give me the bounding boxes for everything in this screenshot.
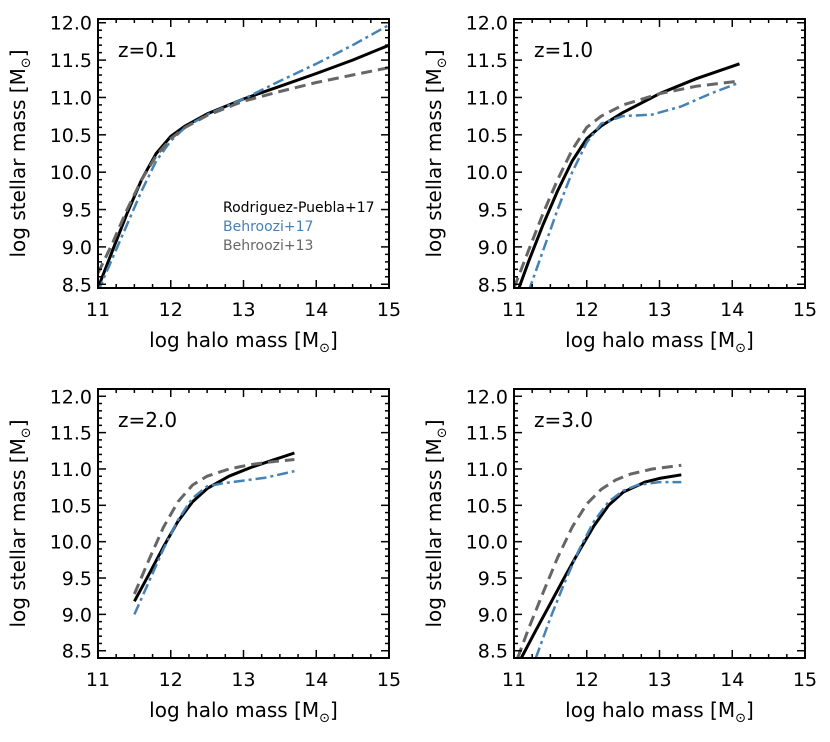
y-tick-label: 9.5 bbox=[478, 568, 508, 590]
x-tick-label: 13 bbox=[647, 299, 671, 321]
x-tick-label: 15 bbox=[793, 669, 817, 691]
y-tick-label: 10.5 bbox=[466, 125, 508, 147]
x-tick-label: 14 bbox=[304, 669, 328, 691]
x-tick-label: 12 bbox=[575, 669, 599, 691]
y-tick-label: 12.0 bbox=[466, 13, 508, 35]
series-line-behroozi-13 bbox=[514, 79, 740, 288]
y-tick-label: 11.5 bbox=[50, 423, 92, 445]
series-group bbox=[133, 451, 295, 615]
y-tick-label: 11.0 bbox=[466, 459, 508, 481]
y-tick-label: 11.5 bbox=[466, 423, 508, 445]
legend-entry: Behroozi+13 bbox=[223, 238, 313, 254]
y-tick-label: 8.5 bbox=[478, 274, 508, 296]
x-tick-label: 11 bbox=[86, 299, 110, 321]
x-axis-label: log halo mass [M⊙] bbox=[565, 328, 754, 356]
y-axis-label: log stellar mass [M⊙] bbox=[6, 49, 34, 257]
x-axis-label: log halo mass [M⊙] bbox=[149, 328, 338, 356]
y-tick-label: 8.5 bbox=[478, 641, 508, 663]
panel-label: z=3.0 bbox=[534, 408, 593, 432]
y-tick-label: 8.5 bbox=[62, 274, 92, 296]
x-tick-label: 12 bbox=[575, 299, 599, 321]
y-tick-label: 9.0 bbox=[478, 604, 508, 626]
x-tick-label: 11 bbox=[86, 669, 110, 691]
series-line-behroozi-17 bbox=[528, 81, 740, 288]
y-tick-label: 9.5 bbox=[62, 200, 92, 222]
x-tick-label: 15 bbox=[793, 299, 817, 321]
series-line-behroozi-13 bbox=[98, 66, 389, 274]
series-line-behroozi-17 bbox=[98, 23, 389, 288]
x-tick-label: 14 bbox=[720, 669, 744, 691]
y-tick-label: 11.0 bbox=[50, 87, 92, 109]
series-line-behroozi-17 bbox=[133, 469, 295, 615]
y-tick-label: 10.0 bbox=[466, 162, 508, 184]
y-tick-label: 12.0 bbox=[466, 386, 508, 408]
x-tick-label: 14 bbox=[304, 299, 328, 321]
y-axis-label: log stellar mass [M⊙] bbox=[6, 419, 34, 627]
y-axis-label: log stellar mass [M⊙] bbox=[422, 419, 450, 627]
panel-label: z=0.1 bbox=[118, 38, 177, 62]
x-tick-label: 11 bbox=[502, 669, 526, 691]
y-tick-label: 9.0 bbox=[62, 604, 92, 626]
series-group bbox=[98, 23, 389, 288]
y-tick-label: 9.5 bbox=[62, 568, 92, 590]
x-tick-label: 15 bbox=[377, 669, 401, 691]
chart-panel-1: 11 12 13 14 15 8.5 9.0 9.5 10.0 10.5 11.0 11.5 12.0 l… bbox=[6, 13, 401, 356]
chart-panel-3: 11 12 13 14 15 8.5 9.0 9.5 10.0 10.5 11.0 11.5 12.0 l… bbox=[6, 386, 401, 726]
legend-entry: Behroozi+17 bbox=[223, 219, 313, 235]
series-line-behroozi-13 bbox=[516, 463, 682, 658]
x-tick-label: 15 bbox=[377, 299, 401, 321]
y-tick-label: 9.5 bbox=[478, 200, 508, 222]
x-axis-label: log halo mass [M⊙] bbox=[565, 698, 754, 726]
y-tick-label: 11.0 bbox=[50, 459, 92, 481]
y-tick-label: 9.0 bbox=[62, 237, 92, 259]
x-tick-label: 13 bbox=[231, 669, 255, 691]
y-tick-label: 10.5 bbox=[466, 495, 508, 517]
panel-label: z=1.0 bbox=[534, 38, 593, 62]
legend: Rodriguez-Puebla+17Behroozi+17Behroozi+1… bbox=[223, 200, 375, 254]
x-tick-label: 13 bbox=[231, 299, 255, 321]
y-tick-label: 10.5 bbox=[50, 495, 92, 517]
chart-panel-2: 11 12 13 14 15 8.5 9.0 9.5 10.0 10.5 11.0 11.5 12.0 l… bbox=[422, 13, 817, 356]
series-line-behroozi-13 bbox=[133, 458, 295, 595]
series-line-behroozi-17 bbox=[534, 480, 682, 658]
y-tick-label: 9.0 bbox=[478, 237, 508, 259]
panel-label: z=2.0 bbox=[118, 408, 177, 432]
x-tick-label: 12 bbox=[159, 669, 183, 691]
series-line-rodriguez-puebla-17 bbox=[517, 62, 740, 288]
x-axis-label: log halo mass [M⊙] bbox=[149, 698, 338, 726]
x-tick-label: 12 bbox=[159, 299, 183, 321]
y-tick-label: 12.0 bbox=[50, 13, 92, 35]
y-tick-label: 12.0 bbox=[50, 386, 92, 408]
series-line-rodriguez-puebla-17 bbox=[519, 473, 682, 658]
legend-entry: Rodriguez-Puebla+17 bbox=[223, 200, 375, 216]
y-tick-label: 8.5 bbox=[62, 641, 92, 663]
y-tick-label: 10.5 bbox=[50, 125, 92, 147]
x-tick-label: 14 bbox=[720, 299, 744, 321]
chart-panel-4: 11 12 13 14 15 8.5 9.0 9.5 10.0 10.5 11.0 11.5 12.0 l… bbox=[422, 386, 817, 726]
x-tick-label: 13 bbox=[647, 669, 671, 691]
y-axis-label: log stellar mass [M⊙] bbox=[422, 49, 450, 257]
y-tick-label: 11.5 bbox=[50, 50, 92, 72]
y-tick-label: 10.0 bbox=[50, 162, 92, 184]
series-group bbox=[514, 62, 740, 288]
x-tick-label: 11 bbox=[502, 299, 526, 321]
y-tick-label: 11.5 bbox=[466, 50, 508, 72]
y-tick-label: 10.0 bbox=[50, 532, 92, 554]
series-group bbox=[516, 463, 682, 658]
y-tick-label: 10.0 bbox=[466, 532, 508, 554]
y-tick-label: 11.0 bbox=[466, 87, 508, 109]
series-line-rodriguez-puebla-17 bbox=[133, 451, 295, 603]
